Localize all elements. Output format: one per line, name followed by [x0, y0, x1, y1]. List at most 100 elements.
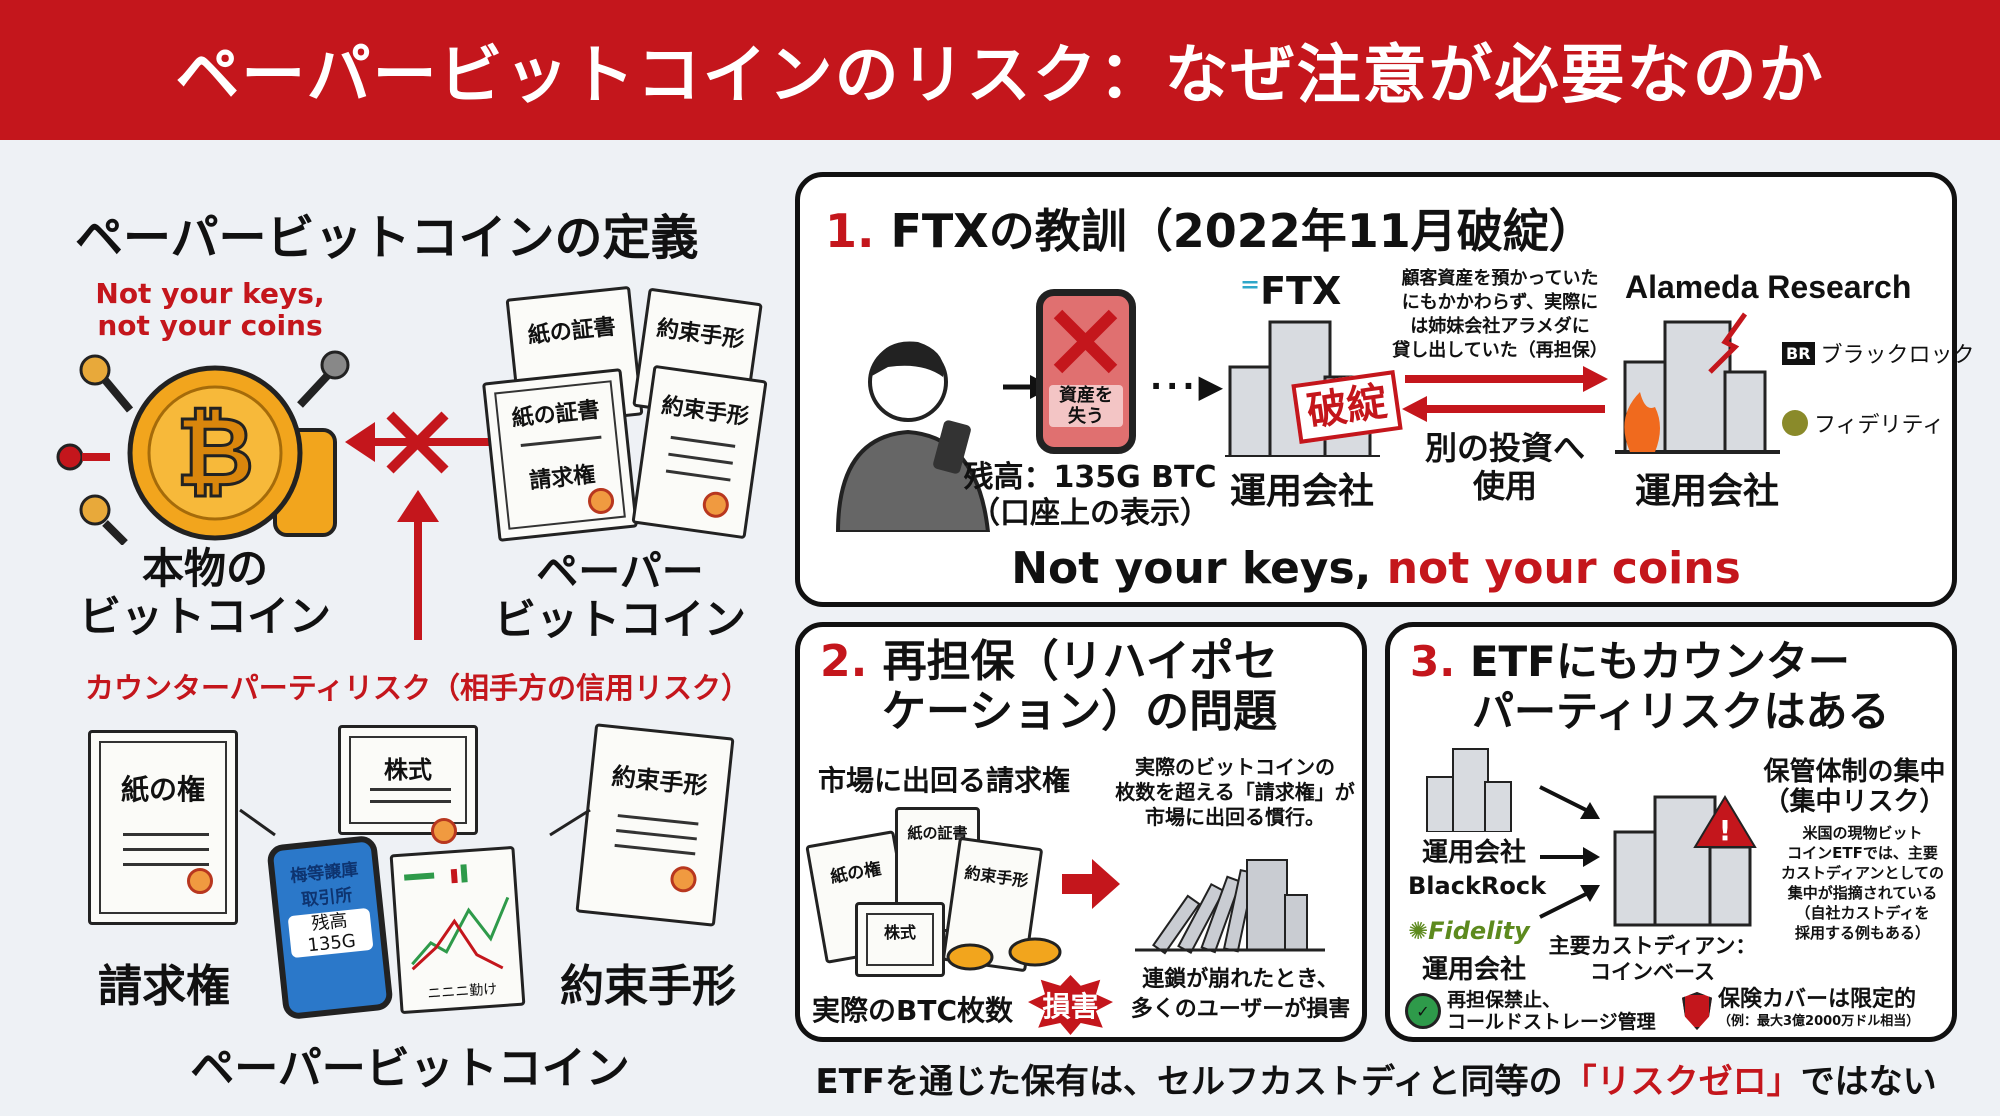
panel-ftx-lesson: 1. FTXの教訓（2022年11月破綻） 資産を失う ···▶ 残高：135G…: [795, 172, 1975, 607]
insurance-line1: 保険カバーは限定的: [1718, 987, 1917, 1012]
damage-badge: 損害: [1028, 975, 1113, 1035]
ftx-logo: ⁼FTX: [1240, 269, 1342, 313]
note-line: コインETFでは、主要: [1787, 844, 1938, 862]
footer-text-b: 「リスクゼロ」: [1562, 1062, 1801, 1102]
doc-title: 紙の権: [120, 773, 205, 806]
panel1-slogan: Not your keys, not your coins: [800, 543, 1952, 594]
explain-line: 貸し出していた（再担保）: [1392, 340, 1608, 361]
explain-line: 顧客資産を預かっていた: [1401, 268, 1599, 289]
seal-icon: [187, 868, 213, 894]
alameda-building-icon: [1615, 312, 1780, 454]
document-promissory-note: 約束手形: [631, 364, 768, 540]
bitcoin-coin-icon: ₿: [56, 350, 350, 545]
insurance-line2: （例：最大3億2000万ドル相当）: [1718, 1014, 1920, 1029]
balance-line2: （口座上の表示）: [970, 496, 1210, 531]
panel3-number: 3.: [1410, 637, 1456, 686]
custodian-line1: 主要カストディアン：: [1548, 934, 1757, 958]
ftx-logo-text: FTX: [1260, 269, 1342, 313]
slogan-part-b: not your coins: [1386, 543, 1741, 594]
used-line1: 別の投資へ: [1424, 429, 1585, 467]
doc-title: 株式: [384, 756, 432, 784]
actual-btc-label: 実際のBTC枚数: [812, 994, 1013, 1027]
x-mark-icon: [1053, 309, 1118, 374]
concentration-line1: 保管体制の集中: [1763, 757, 1946, 787]
phone-balance-box: 残高 135G: [287, 907, 374, 959]
panel3-title-line1: ETFにもカウンター: [1469, 637, 1850, 686]
key-icon: [79, 494, 128, 545]
footer-conclusion: ETFを通じた保有は、セルフカストディと同等の「リスクゼロ」ではない: [795, 1054, 1957, 1103]
page-title: ペーパービットコインのリスク：なぜ注意が必要なのか: [175, 39, 1825, 113]
note-line: カストディアンとしての: [1781, 864, 1944, 882]
used-for-investment: 別の投資へ使用: [1400, 429, 1610, 505]
collapse-line1: 連鎖が崩れたとき、: [1142, 967, 1339, 992]
bankrupt-stamp: 破綻: [1291, 370, 1403, 444]
x-cross-icon: [386, 411, 449, 474]
panel1-heading: 1. FTXの教訓（2022年11月破綻）: [825, 195, 1595, 261]
blackrock-label: BlackRock: [1408, 872, 1547, 900]
chart-doc-footer: ニニニ勤け: [426, 981, 498, 1003]
explain-line: にもかかわらず、実際に: [1401, 292, 1599, 313]
doc-title: 株式: [883, 923, 916, 942]
fidelity-logo-icon: [1782, 410, 1808, 436]
definition-title: ペーパービットコインの定義: [75, 210, 699, 266]
red-arrow-icon: [1062, 859, 1120, 909]
alameda-research-label: Alameda Research: [1625, 269, 1912, 305]
panel2-number: 2.: [820, 636, 868, 687]
fidelity-label: フィデリティ: [1814, 413, 1945, 438]
checkmark-icon: ✓: [1405, 993, 1441, 1029]
seal-icon: [669, 864, 698, 894]
check-line1: 再担保禁止、: [1447, 989, 1562, 1011]
slogan-line1: Not your keys,: [95, 277, 325, 310]
rehypothecation-banned-item: ✓再担保禁止、コールドストレージ管理: [1405, 989, 1656, 1033]
alameda-operator-label: 運用会社: [1635, 471, 1780, 512]
explain-line: は姉妹会社アラメダに: [1410, 316, 1590, 337]
doc-title: 紙の証書: [526, 314, 617, 349]
balance-line1: 残高：135G BTC: [963, 460, 1217, 495]
counterparty-arrows: [345, 411, 495, 640]
asset-manager-building-icon: [1426, 748, 1512, 832]
paper-bitcoin-label: ペーパー ビットコイン: [480, 548, 760, 644]
explain-line: 市場に出回る慣行。: [1145, 805, 1325, 829]
ftx-operator-label: 運用会社: [1230, 471, 1375, 512]
claim-label: 請求権: [98, 961, 230, 1012]
blackrock-logo: BR: [1782, 341, 1815, 365]
key-icon: [79, 354, 134, 413]
concentration-risk-label: 保管体制の集中（集中リスク）: [1752, 757, 1957, 817]
main-custodian-label: 主要カストディアン：コインベース: [1540, 933, 1765, 985]
used-line2: 使用: [1472, 467, 1537, 505]
connector-lines: [239, 808, 591, 837]
svg-text:₿: ₿: [176, 396, 254, 508]
key-icon: [56, 443, 110, 471]
footer-text-a: ETFを通じた保有は、セルフカストディと同等の: [815, 1062, 1563, 1102]
phone-lost-assets: 資産を失う: [1036, 289, 1136, 454]
panel2-explanation: 実際のビットコインの枚数を超える「請求権」が市場に出回る慣行。: [1105, 755, 1365, 830]
stock-chart-icon: [404, 864, 510, 971]
doc-title: 約束手形: [655, 316, 746, 354]
domino-collapse-icon: [1135, 859, 1325, 955]
document-stock: 株式: [338, 725, 478, 844]
document-paper-right: 紙の権: [88, 730, 238, 925]
note-line: 集中が指摘されている: [1787, 884, 1938, 902]
svg-text:!: !: [1719, 814, 1732, 847]
panel3-heading: 3. ETFにもカウンターパーティリスクはある: [1410, 637, 1889, 737]
doc-title: 約束手形: [963, 862, 1030, 891]
person-with-phone-icon: [835, 341, 1053, 532]
warning-icon: !: [1693, 795, 1757, 848]
seal-icon: [431, 818, 457, 844]
phone-lost-line1: 資産を: [1059, 385, 1113, 406]
real-bitcoin-line1: 本物の: [141, 544, 268, 593]
claims-label: 市場に出回る請求権: [818, 764, 1071, 797]
slogan-part-a: Not your keys,: [1011, 543, 1387, 594]
panel-etf-risk: 3. ETFにもカウンターパーティリスクはある 運用会社 BlackRock ✺…: [1385, 622, 1957, 1042]
manager-label-2: 運用会社: [1422, 955, 1527, 985]
custodian-building-icon: !: [1613, 795, 1757, 927]
dotted-arrow: ···▶: [1150, 367, 1228, 405]
doc-title: 紙の権: [828, 859, 883, 888]
panel2-title-line2: ケーション）の問題: [882, 686, 1278, 737]
slogan: Not your keys, not your coins: [85, 278, 335, 342]
key-icon: [297, 350, 350, 408]
promissory-note-label: 約束手形: [560, 961, 736, 1012]
paper-bitcoin-bottom-label: ペーパービットコイン: [190, 1043, 630, 1094]
fire-icon: [1624, 392, 1660, 452]
